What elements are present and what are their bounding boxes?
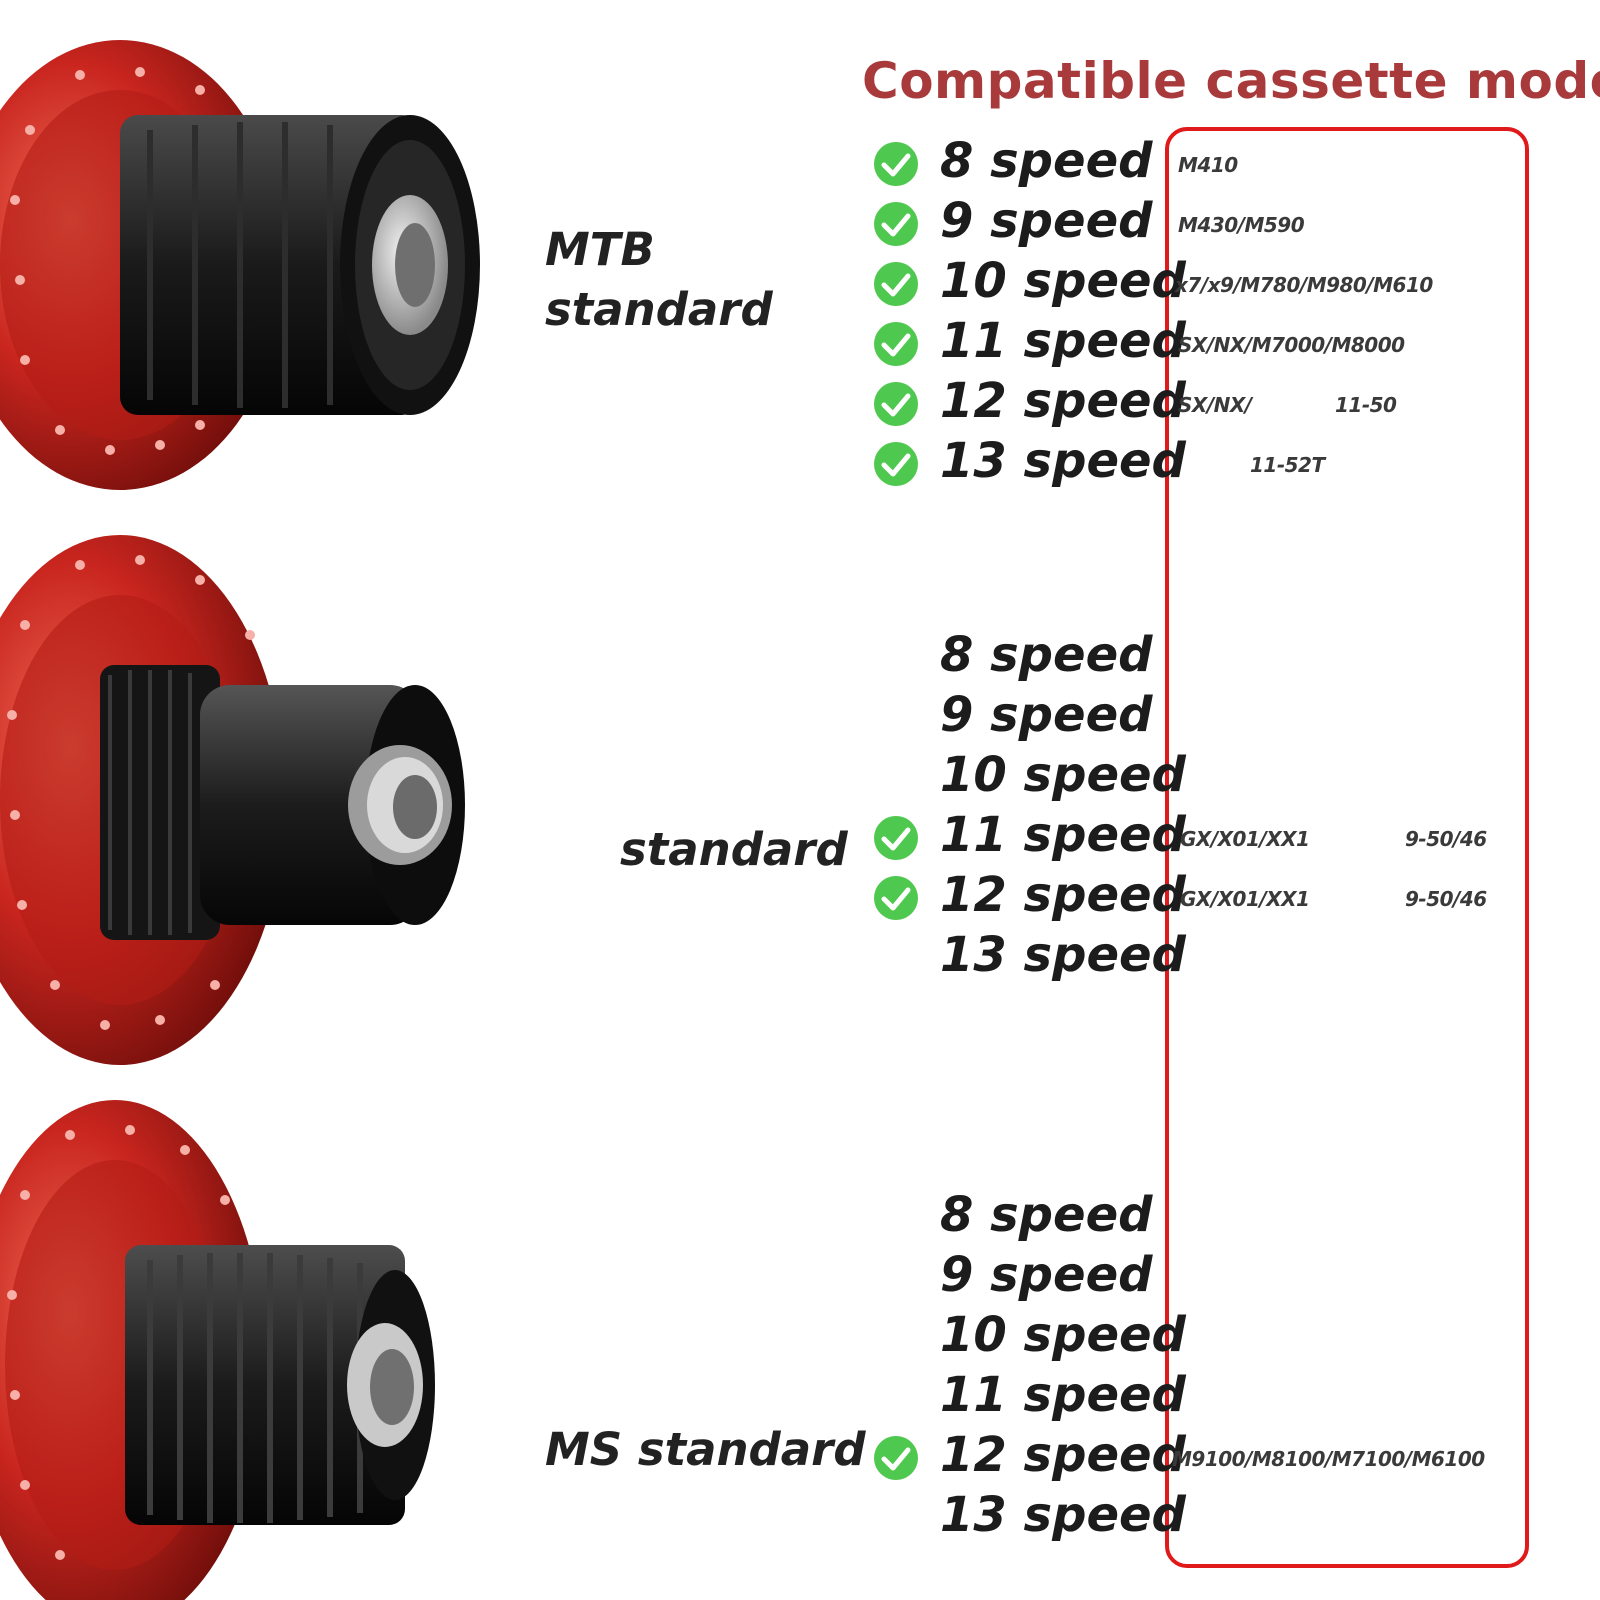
cassette-model-text: x7/x9/M780/M980/M610: [1175, 273, 1433, 297]
speed-label: 12 speed: [940, 373, 1186, 429]
freehub-label-line: standard: [545, 283, 773, 336]
cassette-model-text: SX/NX/M7000/M8000: [1178, 333, 1405, 357]
cassette-model-text: 11-52T: [1250, 453, 1325, 477]
cassette-model-text: 9-50/46: [1405, 887, 1487, 911]
cassette-model-text: M9100/M8100/M7100/M6100: [1172, 1447, 1485, 1471]
freehub-label-ms-standard: MS standard: [545, 1420, 866, 1480]
speed-label: 9 speed: [940, 1247, 1153, 1303]
freehub-label-line: MS standard: [545, 1423, 866, 1476]
speed-label: 11 speed: [940, 807, 1186, 863]
speed-label: 13 speed: [940, 433, 1186, 489]
check-icon: [874, 202, 918, 246]
check-icon: [874, 322, 918, 366]
hub-image-ms-standard: [0, 1100, 435, 1600]
check-icon: [874, 876, 918, 920]
check-icon: [874, 816, 918, 860]
cassette-model-text: 11-50: [1335, 393, 1397, 417]
check-icon: [874, 1436, 918, 1480]
freehub-label-line: MTB: [545, 223, 655, 276]
speed-label: 9 speed: [940, 193, 1153, 249]
speed-label: 10 speed: [940, 253, 1186, 309]
speed-label: 11 speed: [940, 313, 1186, 369]
cassette-model-text: M410: [1178, 153, 1238, 177]
speed-label: 13 speed: [940, 1487, 1186, 1543]
speed-label: 12 speed: [940, 867, 1186, 923]
freehub-label-standard: standard: [620, 820, 848, 880]
speed-label: 12 speed: [940, 1427, 1186, 1483]
cassette-model-text: M430/M590: [1178, 213, 1305, 237]
speed-label: 8 speed: [940, 133, 1153, 189]
compatible-models-frame: [1165, 127, 1529, 1568]
speed-label: 13 speed: [940, 927, 1186, 983]
speed-label: 10 speed: [940, 747, 1186, 803]
hub-image-standard: [0, 535, 465, 1065]
cassette-model-text: GX/X01/XX1: [1180, 827, 1310, 851]
cassette-model-text: SX/NX/: [1178, 393, 1252, 417]
check-icon: [874, 442, 918, 486]
freehub-label-mtb-standard: MTB standard: [545, 220, 773, 340]
page-title: Compatible cassette model: [862, 52, 1600, 110]
hub-image-mtb-standard: [0, 40, 480, 490]
check-icon: [874, 382, 918, 426]
freehub-label-line: standard: [620, 823, 848, 876]
cassette-model-text: GX/X01/XX1: [1180, 887, 1310, 911]
check-icon: [874, 142, 918, 186]
speed-label: 9 speed: [940, 687, 1153, 743]
speed-label: 8 speed: [940, 1187, 1153, 1243]
speed-label: 10 speed: [940, 1307, 1186, 1363]
check-icon: [874, 262, 918, 306]
cassette-model-text: 9-50/46: [1405, 827, 1487, 851]
speed-label: 11 speed: [940, 1367, 1186, 1423]
speed-label: 8 speed: [940, 627, 1153, 683]
